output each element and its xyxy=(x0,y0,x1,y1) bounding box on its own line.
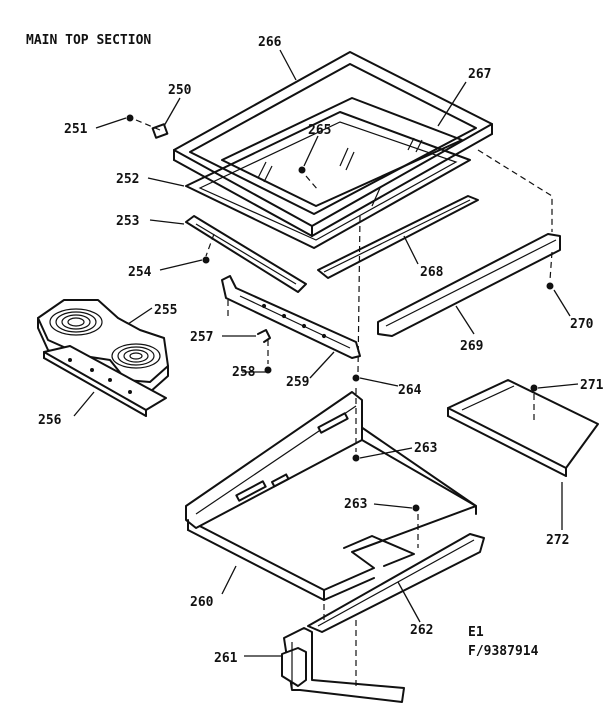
label-263-a: 263 xyxy=(414,441,437,456)
label-267: 267 xyxy=(468,67,491,82)
part-265-screw xyxy=(298,166,306,174)
part-270-screw xyxy=(546,282,554,290)
label-260: 260 xyxy=(190,595,214,610)
part-268-trim-strip xyxy=(317,195,479,279)
part-261-bracket xyxy=(281,627,405,703)
label-272: 272 xyxy=(546,533,569,548)
label-251: 251 xyxy=(64,122,88,137)
label-252: 252 xyxy=(116,172,139,187)
part-263-screw-b xyxy=(412,504,420,512)
part-266-cooktop-frame xyxy=(173,51,493,237)
part-251-screw xyxy=(126,114,134,122)
label-264: 264 xyxy=(398,383,422,398)
part-258-screw xyxy=(264,366,272,374)
label-250: 250 xyxy=(168,83,192,98)
part-269-trim-channel xyxy=(377,233,561,337)
part-257-clip xyxy=(257,329,271,343)
part-250-clip xyxy=(151,123,169,139)
label-259: 259 xyxy=(286,375,309,390)
leader-lines xyxy=(73,49,579,657)
part-256-support-plate xyxy=(43,345,167,417)
part-271-screw xyxy=(530,384,538,392)
label-263-b: 263 xyxy=(344,497,367,512)
part-264-screw xyxy=(352,374,360,382)
part-272-cover-panel xyxy=(447,379,599,477)
part-263-screw-a xyxy=(352,454,360,462)
label-255: 255 xyxy=(154,303,177,318)
label-253: 253 xyxy=(116,214,139,229)
footer-code-line1: E1 xyxy=(468,625,484,640)
label-261: 261 xyxy=(214,651,238,666)
part-254-screw xyxy=(202,256,210,264)
part-262-rail xyxy=(307,533,485,633)
label-265: 265 xyxy=(308,123,331,138)
label-257: 257 xyxy=(190,330,213,345)
part-260-main-top-panel xyxy=(185,391,477,601)
label-269: 269 xyxy=(460,339,483,354)
part-252-gasket xyxy=(185,111,471,249)
label-270: 270 xyxy=(570,317,594,332)
label-258: 258 xyxy=(232,365,256,380)
label-271: 271 xyxy=(580,378,604,393)
label-262: 262 xyxy=(410,623,433,638)
label-266: 266 xyxy=(258,35,282,50)
alignment-lines xyxy=(135,119,553,690)
label-268: 268 xyxy=(420,265,444,280)
label-254: 254 xyxy=(128,265,152,280)
part-255-element-plate xyxy=(37,299,169,393)
footer-code-line2: F/9387914 xyxy=(468,644,539,659)
part-253-trim-strip xyxy=(185,215,307,293)
diagram-title: MAIN TOP SECTION xyxy=(26,33,151,48)
label-256: 256 xyxy=(38,413,62,428)
